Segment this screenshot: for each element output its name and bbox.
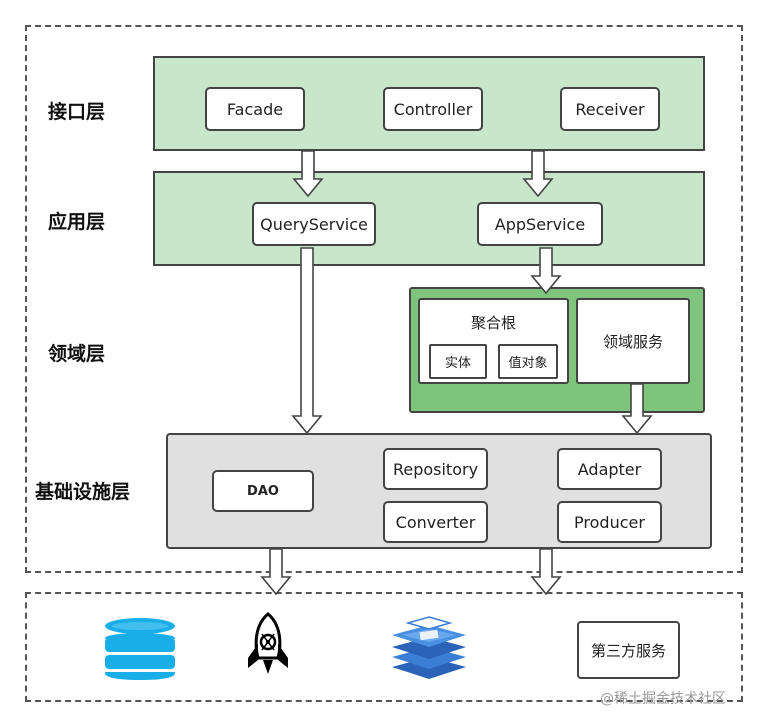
producer-box: Producer — [557, 501, 662, 543]
controller-box: Controller — [383, 87, 483, 131]
converter-box: Converter — [383, 501, 488, 543]
receiver-box: Receiver — [560, 87, 660, 131]
arrow-app-to-domain — [530, 247, 562, 295]
entity-box: 实体 — [429, 344, 487, 379]
external-boundary — [25, 592, 743, 702]
domain-layer-label: 领域层 — [48, 343, 106, 365]
dao-box: DAO — [212, 470, 314, 512]
domain-service-box: 领域服务 — [576, 298, 690, 384]
app-service-box: AppService — [477, 202, 603, 246]
watermark: @稀土掘金技术社区 — [600, 691, 726, 707]
arrow-infra-to-storage-right — [530, 548, 562, 596]
application-layer-label: 应用层 — [48, 211, 106, 233]
application-layer — [153, 171, 705, 266]
arrow-infra-to-storage-left — [260, 548, 292, 596]
rocket-mq-icon — [242, 612, 294, 680]
facade-box: Facade — [205, 87, 305, 131]
arrow-receiver-to-app — [522, 150, 554, 198]
arrow-domain-service-to-adapter — [621, 383, 653, 435]
redis-icon — [390, 615, 468, 685]
adapter-box: Adapter — [557, 448, 662, 490]
repository-box: Repository — [383, 448, 488, 490]
interface-layer-label: 接口层 — [48, 101, 106, 123]
infrastructure-layer-label: 基础设施层 — [35, 481, 131, 503]
system-boundary — [25, 25, 743, 573]
third-party-service-box: 第三方服务 — [577, 621, 680, 679]
value-object-box: 值对象 — [498, 344, 558, 379]
query-service-box: QueryService — [252, 202, 376, 246]
database-icon — [103, 617, 177, 685]
arrow-facade-to-query — [292, 150, 324, 198]
arrow-query-to-dao — [291, 247, 323, 435]
